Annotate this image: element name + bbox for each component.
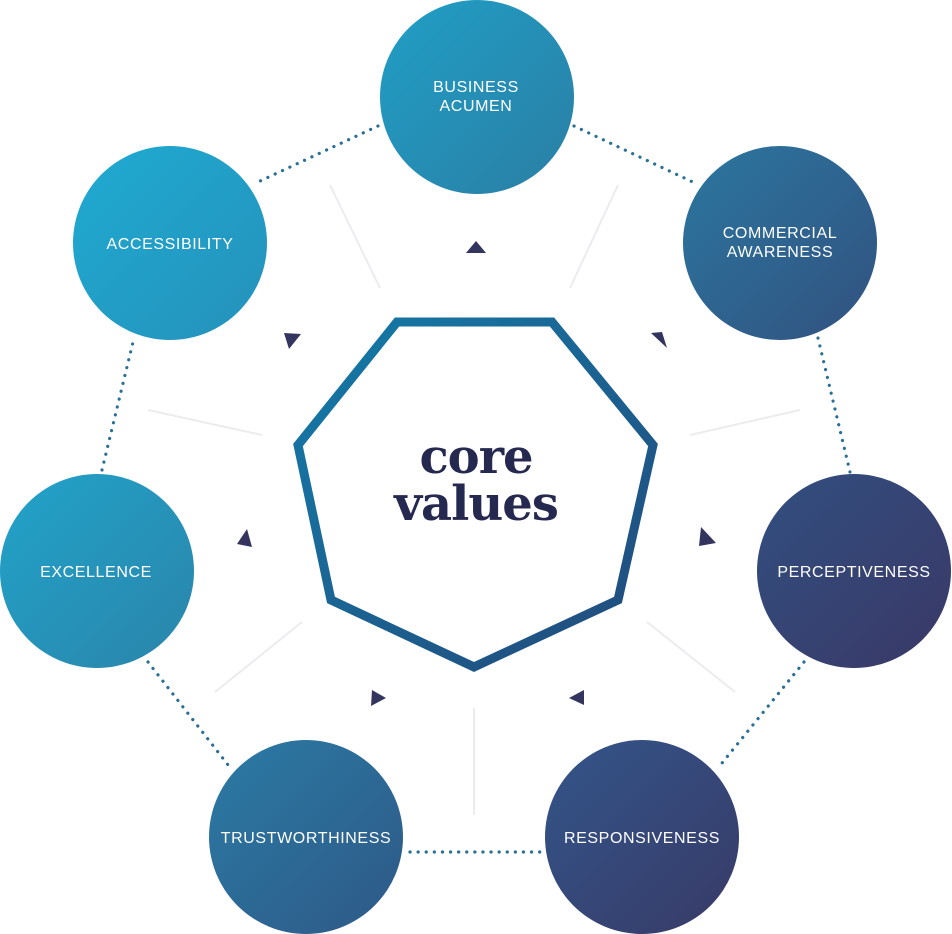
center-heptagon (293, 317, 658, 672)
node-commercial-awareness: COMMERCIAL AWARENESS (683, 146, 877, 340)
arrow-upper-left (284, 333, 301, 349)
node-perceptiveness: PERCEPTIVENESS (757, 474, 951, 668)
node-business-acumen: BUSINESS ACUMEN (380, 0, 574, 194)
node-trustworthiness: TRUSTWORTHINESS (209, 740, 403, 934)
node-responsiveness: RESPONSIVENESS (545, 740, 739, 934)
arrows (237, 241, 716, 706)
center-title-line2: values (393, 476, 558, 532)
node-commercial-awareness-label-line2: AWARENESS (727, 244, 833, 261)
dotted-connectors (100, 124, 852, 854)
arrow-left (237, 529, 252, 547)
arrow-lower-right (569, 690, 584, 705)
node-commercial-awareness-label-line1: COMMERCIAL (723, 225, 837, 242)
arrow-right (699, 527, 716, 546)
node-excellence: EXCELLENCE (0, 474, 194, 668)
spokes (147, 184, 801, 815)
arrow-lower-left (371, 690, 386, 706)
node-responsiveness-label: RESPONSIVENESS (564, 830, 720, 847)
node-excellence-label: EXCELLENCE (40, 564, 152, 581)
node-trustworthiness-label: TRUSTWORTHINESS (221, 830, 391, 847)
center-title-line1: core (419, 429, 532, 485)
arrow-top (466, 241, 486, 253)
node-business-acumen-label-line1: BUSINESS (433, 79, 519, 96)
node-perceptiveness-label: PERCEPTIVENESS (777, 564, 930, 581)
arrow-upper-right (651, 332, 667, 348)
node-accessibility: ACCESSIBILITY (73, 146, 267, 340)
node-business-acumen-label-line2: ACUMEN (440, 98, 513, 115)
node-accessibility-label: ACCESSIBILITY (107, 236, 234, 253)
